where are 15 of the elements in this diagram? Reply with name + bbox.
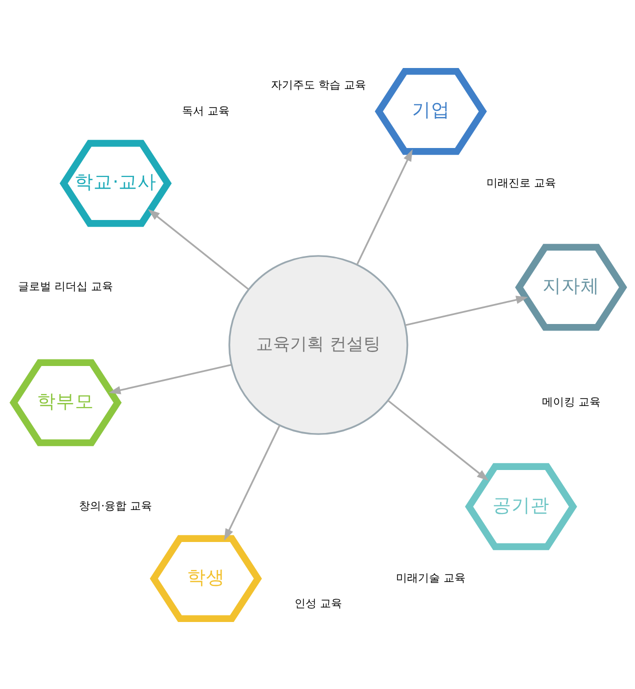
label: 미래기술 교육 [396, 570, 466, 584]
arrow [388, 399, 489, 480]
label: 메이킹 교육 [542, 395, 600, 408]
arrow [356, 148, 413, 264]
label: 독서 교육 [182, 104, 230, 117]
label: 인성 교육 [294, 596, 342, 610]
label: 글로벌 리더십 교육 [18, 280, 114, 293]
arrow [108, 364, 232, 394]
arrow [224, 424, 280, 540]
node-circle: 교육기획 컨설팅 [228, 254, 408, 434]
label: 창의·융합 교육 [79, 499, 152, 512]
arrow [148, 208, 250, 290]
arrow [405, 295, 528, 326]
label: 미래진로 교육 [486, 176, 556, 189]
label: 자기주도 학습 교육 [270, 78, 366, 92]
